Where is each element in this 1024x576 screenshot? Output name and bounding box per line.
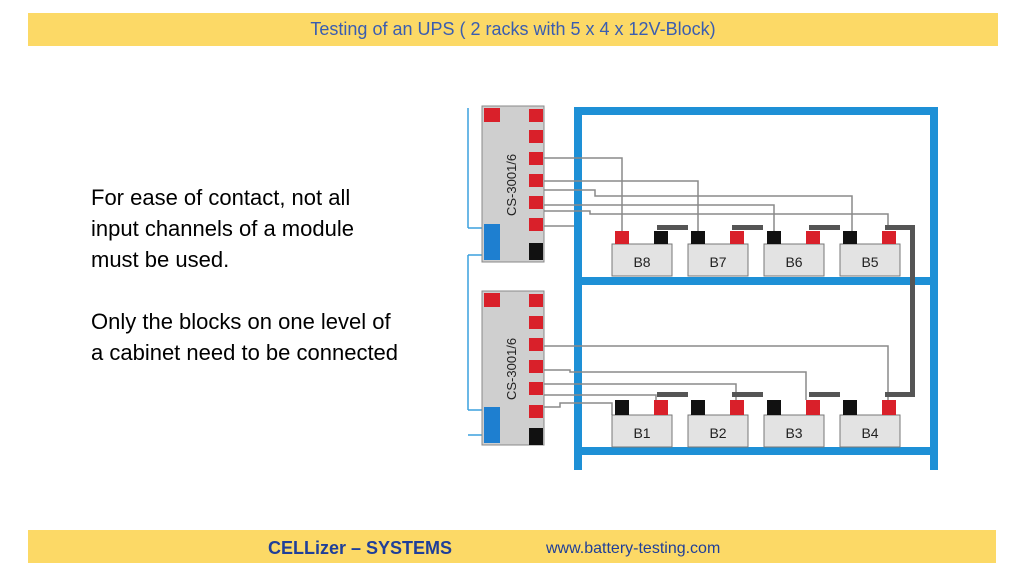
battery-label-B6: B6 [785,254,802,270]
battery-label-B4: B4 [861,425,878,441]
cs3001-module-top: CS-3001/6 [481,105,545,263]
cs3001-module-bottom: CS-3001/6 [481,290,545,446]
battery-B7: B7 [687,231,749,277]
paragraph-level-note: Only the blocks on one level of a cabine… [91,309,399,365]
slide-title: Testing of an UPS ( 2 racks with 5 x 4 x… [310,19,716,39]
paragraph-contact-note: For ease of contact, not all input chann… [91,185,354,272]
rack-frame [574,107,938,470]
bus-bars [657,225,915,397]
module-label-bottom: CS-3001/6 [504,338,519,400]
module-label-top: CS-3001/6 [504,154,519,216]
battery-B2: B2 [687,400,749,448]
battery-label-B5: B5 [861,254,878,270]
battery-B8: B8 [611,231,673,277]
ups-rack-diagram: CS-3001/6 CS-3001/6 B8 B7 B6 B5 [467,105,938,470]
footer-banner: CELLizer – SYSTEMS www.battery-testing.c… [28,530,996,563]
body-text: For ease of contact, not all input chann… [91,182,401,399]
sense-wires-top [544,157,889,231]
battery-label-B7: B7 [709,254,726,270]
battery-label-B1: B1 [633,425,650,441]
sense-wires-bottom [544,345,889,415]
battery-label-B3: B3 [785,425,802,441]
battery-B5: B5 [839,231,901,277]
battery-B1: B1 [611,400,673,448]
footer-brand: CELLizer – SYSTEMS [268,538,453,558]
footer-url: www.battery-testing.com [546,540,721,557]
battery-B4: B4 [839,400,901,448]
battery-label-B2: B2 [709,425,726,441]
title-banner: Testing of an UPS ( 2 racks with 5 x 4 x… [28,13,998,46]
input-lines [467,108,482,436]
battery-label-B8: B8 [633,254,650,270]
battery-B6: B6 [763,231,825,277]
battery-B3: B3 [763,400,825,448]
